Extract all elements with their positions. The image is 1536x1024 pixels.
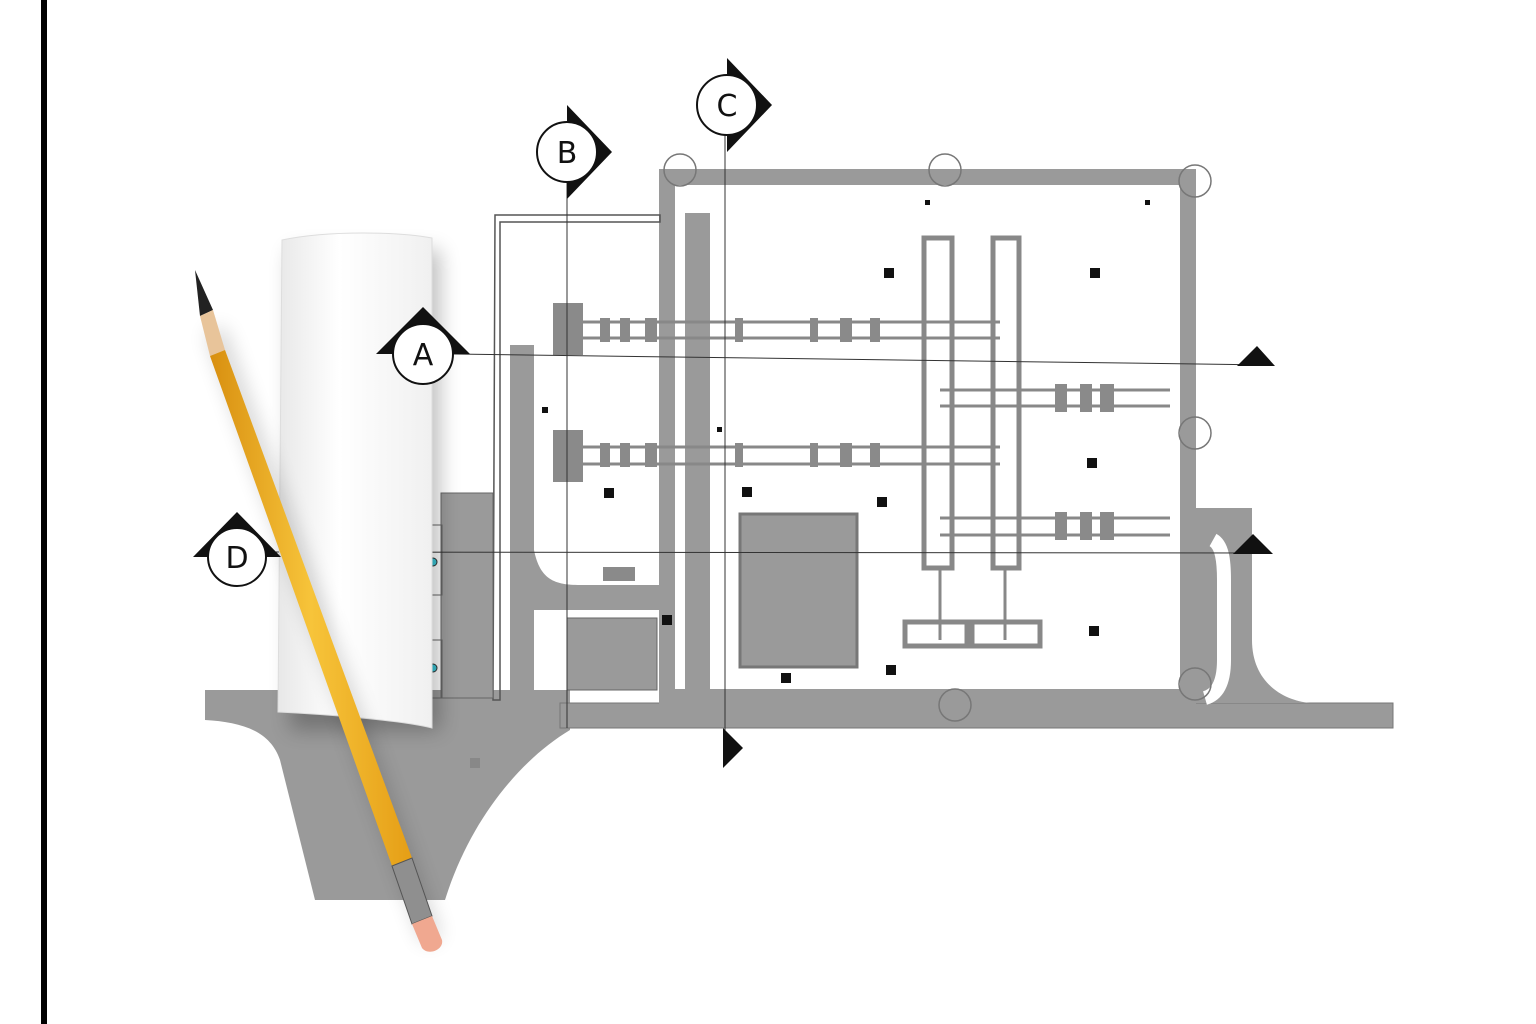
access-road [559,702,1394,729]
small-equipment [603,567,635,581]
left-border-line [41,0,47,1024]
control-cabinet [440,492,494,699]
section-marker-b[interactable]: B [536,105,612,199]
section-a-end-arrow [1237,346,1275,366]
interior-wall-vertical [685,213,710,703]
section-d-end-arrow [1233,534,1273,554]
switchgear-units [553,303,1114,540]
ramp-cutout [1202,533,1231,705]
equipment-bays [902,235,1043,649]
corridor-wall [510,345,534,700]
column-point-markers [542,200,1150,683]
generator-unit [566,617,658,691]
ground-marker [470,758,480,768]
pencil-tip-wood [200,310,225,356]
column-grid-markers [663,153,1212,722]
section-label-d: D [225,541,248,576]
pencil-lead [195,270,213,316]
pencil-eraser [412,916,443,952]
pencil-body [210,350,412,866]
section-marker-d[interactable]: D [193,512,281,587]
pencil [195,270,443,952]
section-c-end-arrow [723,728,743,768]
transformer-pad [738,512,859,669]
section-label-a: A [413,338,434,373]
rolled-paper [277,232,433,729]
annex-outline [492,214,661,701]
corridor-floor [534,550,670,610]
building-outer-wall [659,169,1196,705]
section-marker-c[interactable]: C [696,58,772,152]
section-label-b: B [557,136,578,171]
section-label-c: C [717,89,738,124]
section-marker-a[interactable]: A [376,307,470,385]
